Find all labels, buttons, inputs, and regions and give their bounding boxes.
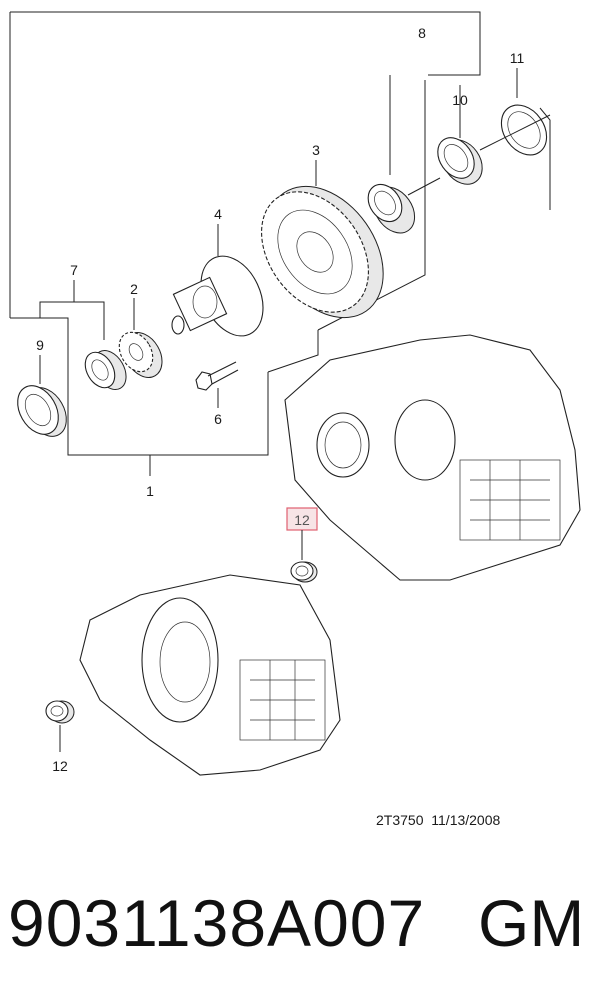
part-3-ring-gear[interactable] — [239, 160, 407, 340]
part-number: 9031138A007 — [8, 886, 426, 960]
callout-12: 12 — [52, 758, 68, 774]
transmission-case-upper — [284, 334, 581, 581]
transmission-case-lower — [79, 574, 341, 776]
callout-6: 6 — [214, 411, 222, 427]
callout-9: 9 — [36, 337, 44, 353]
part-6-bolt[interactable] — [195, 361, 239, 408]
drawing-reference: 2T3750 11/13/2008 — [376, 812, 500, 828]
callout-12-highlighted[interactable]: 12 — [294, 512, 310, 528]
callout-3: 3 — [312, 142, 320, 158]
callout-11: 11 — [510, 50, 525, 66]
part-2-pinion-gear[interactable] — [113, 298, 170, 384]
drawing-date: 11/13/2008 — [431, 812, 501, 828]
part-4-differential-case[interactable] — [171, 224, 275, 346]
part-9-seal[interactable] — [9, 355, 74, 444]
callout-8: 8 — [418, 25, 426, 41]
part-12-seal-lower[interactable] — [45, 700, 75, 752]
part-7-bearing-cone[interactable] — [39, 280, 133, 395]
callout-1: 1 — [146, 483, 154, 499]
part-8-bearing-cone[interactable] — [361, 177, 441, 241]
callout-2: 2 — [130, 281, 138, 297]
brand-label: GM — [478, 886, 585, 960]
callout-7: 7 — [70, 262, 78, 278]
callout-10: 10 — [452, 92, 468, 108]
part-12-seal-upper[interactable] — [286, 507, 318, 583]
part-10-bearing-cup[interactable] — [430, 110, 551, 192]
drawing-code: 2T3750 — [376, 812, 424, 828]
callout-4: 4 — [214, 206, 222, 222]
